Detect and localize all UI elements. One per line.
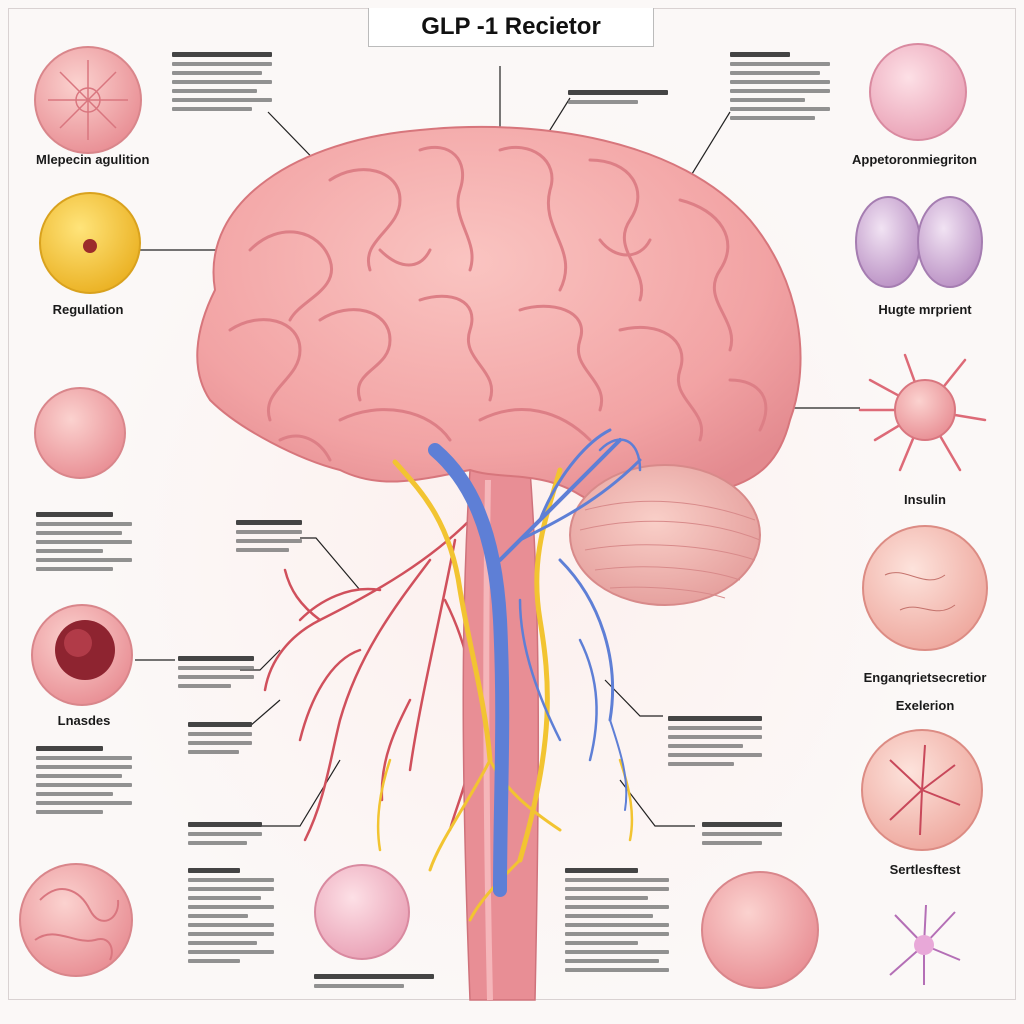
caption-block: [188, 722, 252, 759]
artery-branches: [263, 518, 476, 842]
caption-block: [172, 52, 272, 116]
small-neuron-icon: [889, 904, 961, 985]
label-top-right: Appetoronmiegriton: [852, 152, 977, 167]
lavender-cell-icon: [855, 196, 921, 288]
label-lnasdes: Lnasdes: [57, 713, 111, 728]
label-right-4: Enganqrietsecretior: [863, 670, 987, 685]
pink-sphere-icon: [869, 43, 967, 141]
peach-cell-icon: [862, 525, 988, 651]
caption-block: [730, 52, 830, 125]
title-box: GLP -1 Recietor: [368, 8, 654, 47]
textured-cell-icon: [34, 387, 126, 479]
bumpy-cell-icon: [314, 864, 410, 960]
page-title: GLP -1 Recietor: [421, 13, 601, 40]
caption-block: [314, 974, 434, 993]
label-right-2: Hugte mrprient: [878, 302, 972, 317]
label-exelerion: Exelerion: [895, 698, 955, 713]
caption-block: [236, 520, 302, 557]
right-icons: [701, 43, 988, 989]
label-right-6: Sertlesftest: [889, 862, 961, 877]
brain-illustration: [196, 125, 802, 606]
caption-block: [188, 822, 262, 850]
caption-block: [702, 822, 782, 850]
vessels: [428, 428, 642, 897]
left-icons: [19, 46, 142, 977]
caption-block: [178, 656, 254, 693]
nerves: [376, 459, 634, 922]
folded-tissue-icon: [19, 863, 133, 977]
cerebellum: [569, 464, 761, 606]
label-insulin: Insulin: [904, 492, 946, 507]
caption-block: [565, 868, 669, 977]
caption-block: [36, 746, 132, 819]
caption-block: [188, 868, 274, 968]
caption-block: [568, 90, 668, 109]
caption-block: [668, 716, 762, 771]
round-cell-icon: [701, 871, 819, 989]
label-regulation: Regullation: [52, 302, 124, 317]
caption-block: [36, 512, 132, 576]
label-top-left: Mlepecin agulition: [36, 152, 150, 167]
